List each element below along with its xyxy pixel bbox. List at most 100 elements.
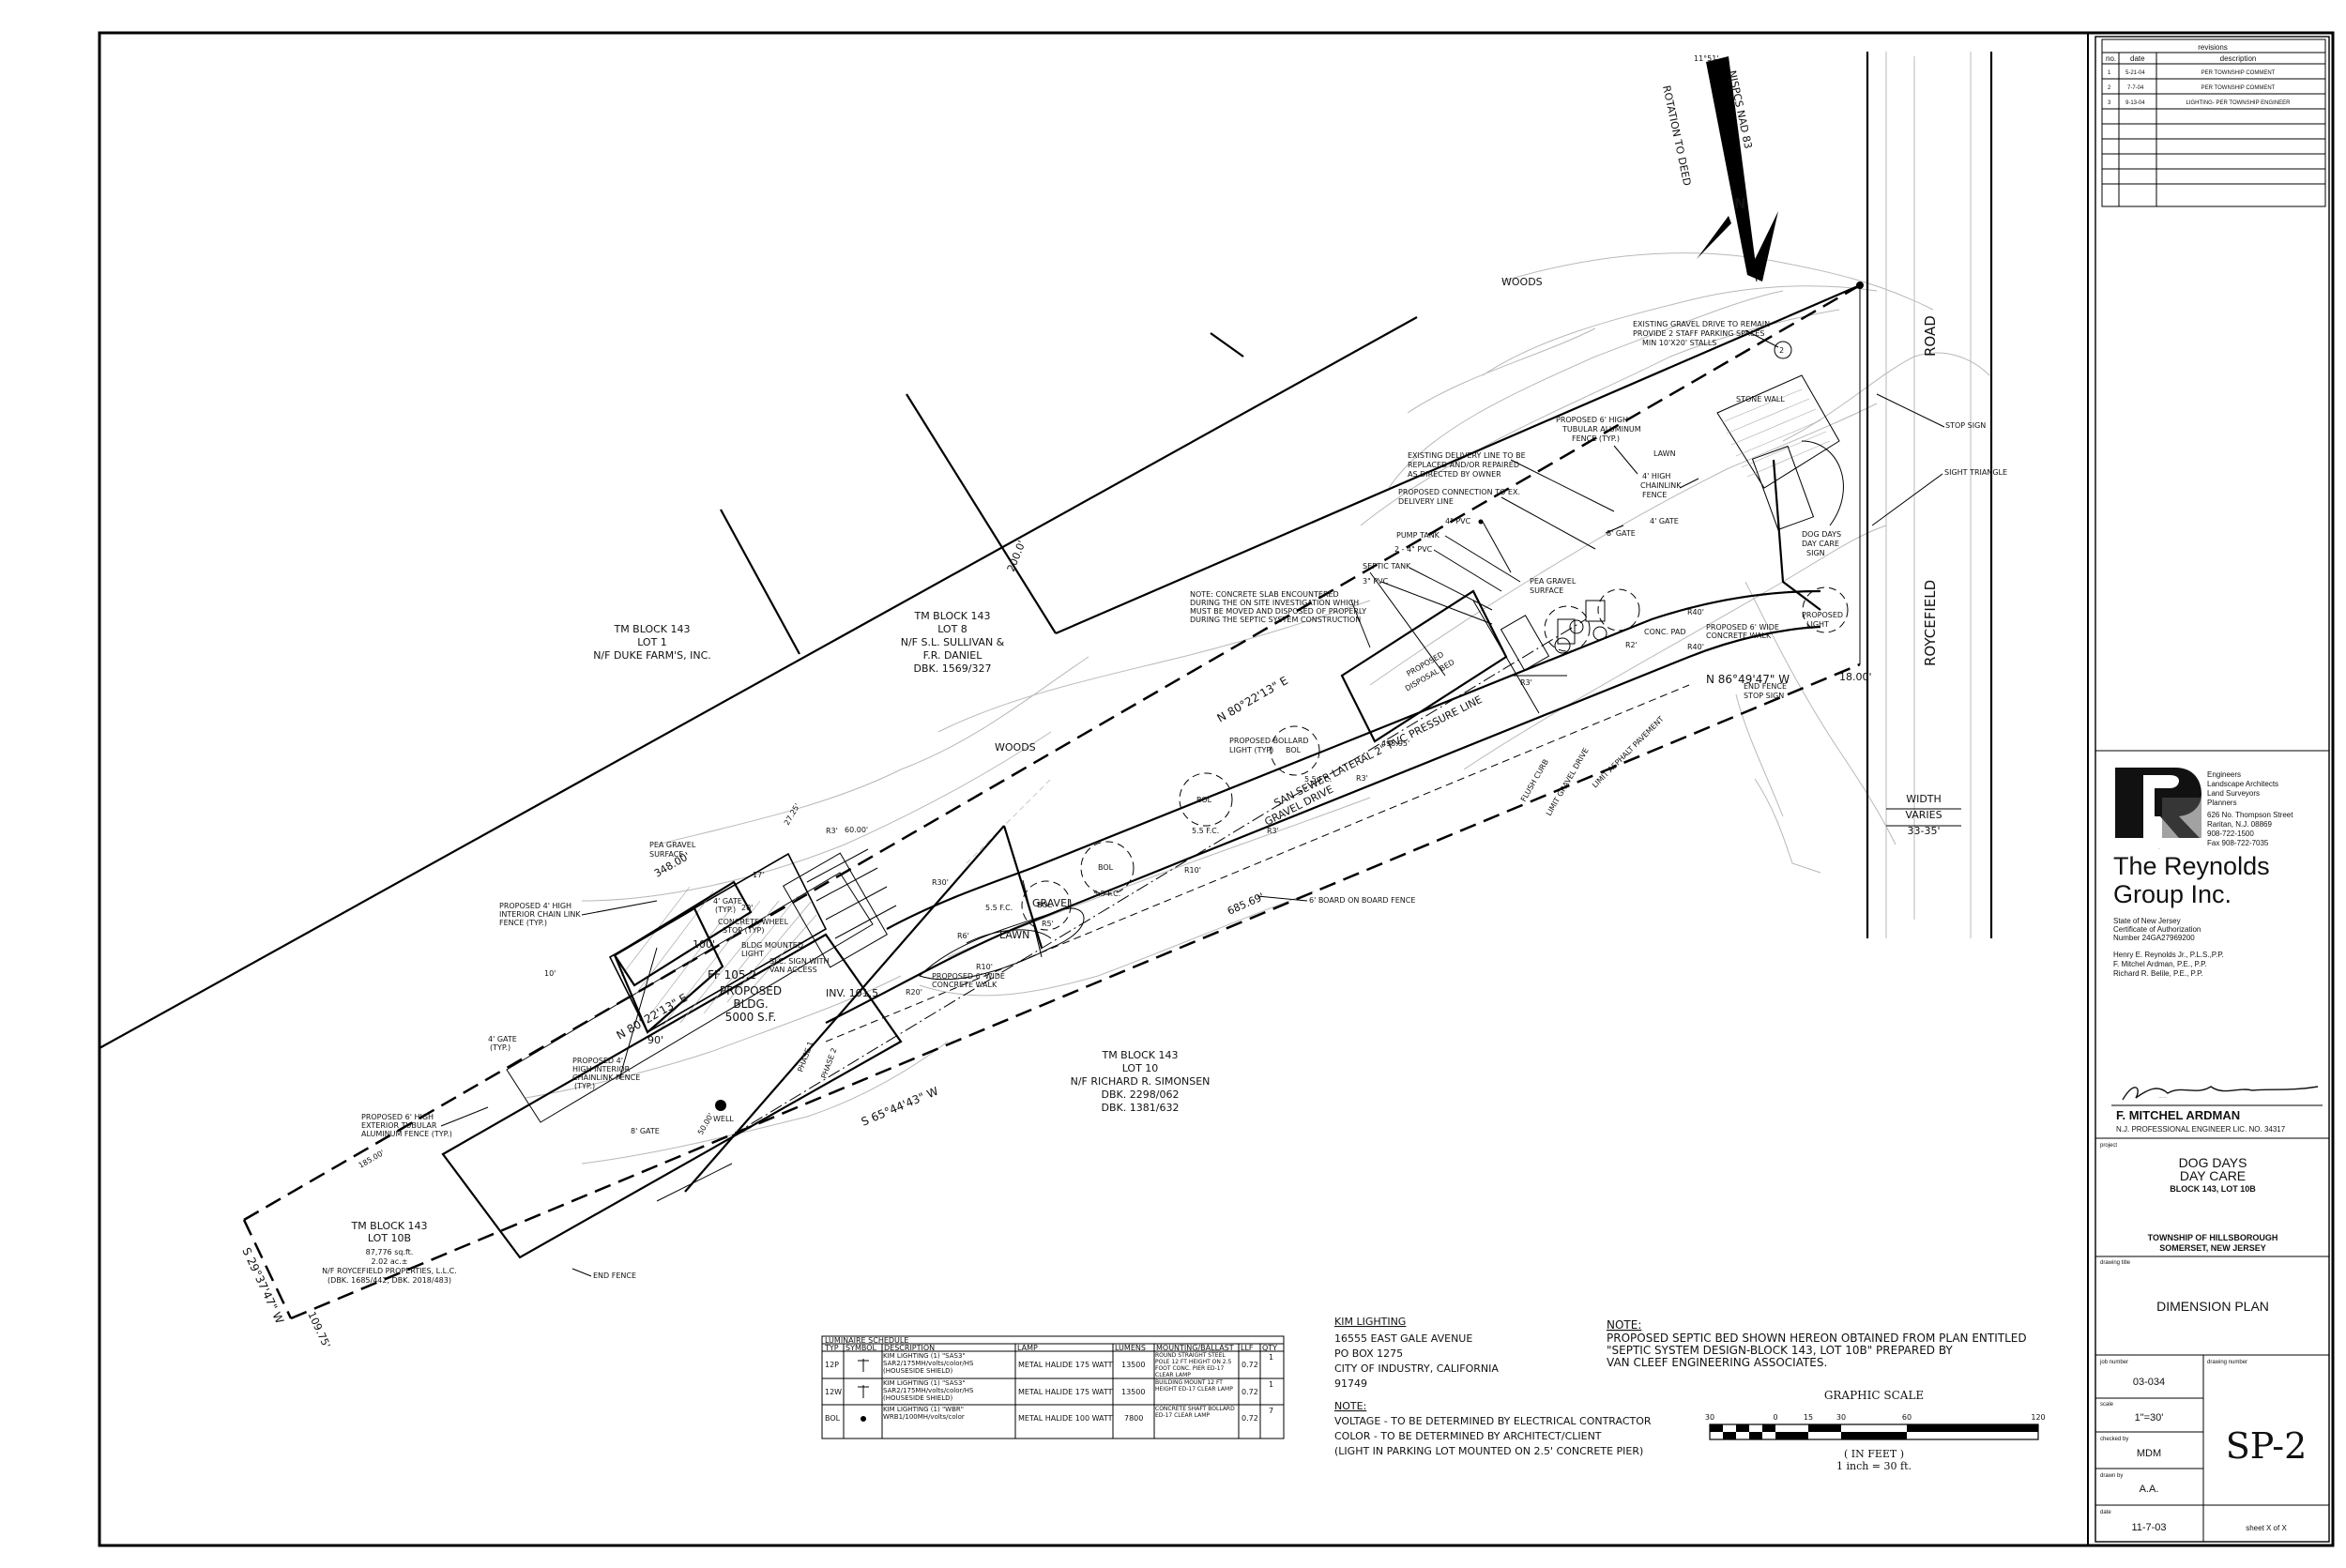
lum-r3-typ: BOL: [825, 1414, 841, 1423]
firm-principal-2: F. Mitchel Ardman, P.E., P.P.: [2113, 960, 2207, 968]
septic-note-1: PROPOSED SEPTIC BED SHOWN HEREON OBTAINE…: [1607, 1332, 2027, 1345]
bol-label-4: BOL: [1037, 901, 1053, 909]
distance-100: 100': [693, 938, 715, 951]
drawing-title-label: drawing title: [2100, 1260, 2131, 1266]
parcel-lot8-line4: F.R. DANIEL: [923, 649, 983, 662]
manufacturer-addr-1: 16555 EAST GALE AVENUE: [1334, 1332, 1472, 1345]
firm-address-1: 626 No. Thompson Street: [2207, 811, 2293, 819]
svg-text:CONC. PAD: CONC. PAD: [1644, 628, 1685, 636]
bearing-south-line: S 65°44'43" W: [860, 1085, 940, 1129]
svg-text:PROPOSED 6' WIDE: PROPOSED 6' WIDE: [932, 972, 1005, 981]
scale-bar: [1709, 1423, 2039, 1440]
svg-text:STOP SIGN: STOP SIGN: [1945, 421, 1986, 430]
svg-text:SURFACE: SURFACE: [1530, 586, 1563, 595]
svg-text:PROPOSED CONNECTION TO EX.: PROPOSED CONNECTION TO EX.: [1398, 488, 1520, 496]
phase-2-label: PHASE 2: [819, 1047, 838, 1080]
septic-note-2: "SEPTIC SYSTEM DESIGN-BLOCK 143, LOT 10B…: [1607, 1344, 1953, 1357]
gravel-label: GRAVEL: [1032, 897, 1074, 909]
radius-r10-a: R10': [1184, 866, 1201, 875]
revisions-h-date: date: [2130, 54, 2145, 63]
scale-value: 1"=30': [2135, 1412, 2164, 1423]
lum-r2-llf: 0.72: [1242, 1388, 1258, 1396]
svg-text:PROPOSED BOLLARD: PROPOSED BOLLARD: [1229, 737, 1309, 745]
dog-days-sign-note: DOG DAYS DAY CARE SIGN: [1802, 530, 1841, 557]
lum-h-lumens: LUMENS: [1115, 1344, 1146, 1352]
svg-text:TUBULAR ALUMINUM: TUBULAR ALUMINUM: [1561, 425, 1641, 434]
distance-20: 20': [741, 904, 753, 912]
lum-r1-mount: ROUND STRAIGHT STEEL POLE 12 FT HEIGHT O…: [1155, 1352, 1232, 1378]
firm-auth-1: State of New Jersey: [2113, 917, 2181, 925]
project-township: TOWNSHIP OF HILLSBOROUGH: [2148, 1233, 2278, 1242]
revisions-table: revisions no. date description 1 5-21-04…: [2101, 38, 2326, 207]
radius-r20: R20': [906, 988, 922, 997]
lum-r1-qty: 1: [1269, 1353, 1273, 1362]
pump-tank-note: PUMP TANK: [1396, 531, 1521, 583]
revision-2-no: 2: [2108, 85, 2111, 91]
parcel-lot8-line1: TM BLOCK 143: [913, 610, 990, 622]
pole-light-icon: [858, 1359, 869, 1372]
road-width-range: 33-35': [1908, 825, 1941, 837]
lum-r2-typ: 12W: [825, 1388, 842, 1396]
checked-by: MDM: [2137, 1448, 2161, 1459]
gravel-drive: [684, 571, 1821, 1193]
revisions-h-no: no.: [2106, 54, 2116, 63]
lum-title: LUMINAIRE SCHEDULE: [825, 1336, 908, 1345]
svg-text:DOG DAYS: DOG DAYS: [1802, 530, 1841, 539]
building-label-2: BLDG.: [733, 997, 768, 1011]
signature-script: F. Mitchel Ardman: [2158, 1096, 2167, 1099]
lum-h-desc: DESCRIPTION: [884, 1344, 935, 1352]
parcel-lot10b-line4: 2.02 ac.±: [372, 1257, 408, 1266]
lum-r2-qty: 1: [1269, 1380, 1273, 1389]
svg-text:VAN ACCESS: VAN ACCESS: [769, 966, 817, 974]
svg-text:ALUMINUM FENCE (TYP.): ALUMINUM FENCE (TYP.): [361, 1130, 452, 1138]
drawing-number-label: drawing number: [2207, 1360, 2247, 1365]
svg-text:EXTERIOR TUBULAR: EXTERIOR TUBULAR: [361, 1121, 437, 1130]
parcel-lot10b-line2: LOT 10B: [368, 1232, 411, 1244]
walk-prop-note: PROPOSED 6' WIDE CONCRETE WALK: [1706, 623, 1779, 640]
pea-gravel-2-note: PEA GRAVEL SURFACE: [649, 841, 696, 859]
svg-text:LIGHT (TYP): LIGHT (TYP): [1229, 746, 1273, 754]
revision-1-no: 1: [2108, 70, 2111, 76]
parcel-lot10b-line1: TM BLOCK 143: [350, 1220, 427, 1232]
delivery-line-note: EXISTING DELIVERY LINE TO BE REPLACED AN…: [1408, 451, 1615, 512]
lum-h-symbol: SYMBOL: [845, 1344, 877, 1352]
septic-source-note: NOTE: PROPOSED SEPTIC BED SHOWN HEREON O…: [1607, 1318, 2027, 1369]
svg-text:PROPOSED 4' HIGH: PROPOSED 4' HIGH: [499, 902, 571, 910]
project-block-lot: BLOCK 143, LOT 10B: [2170, 1184, 2256, 1194]
north-letter: N: [1734, 195, 1746, 212]
interior-chain-note: PROPOSED 4' HIGH INTERIOR CHAINLINK FENC…: [572, 1057, 640, 1090]
svg-text:PROPOSED 6' HIGH: PROPOSED 6' HIGH: [361, 1113, 434, 1121]
manufacturer-addr-4: 91749: [1334, 1378, 1367, 1390]
lighting-note-3: (LIGHT IN PARKING LOT MOUNTED ON 2.5' CO…: [1334, 1445, 1643, 1457]
prop-light-note: PROPOSED LIGHT: [1802, 611, 1843, 629]
pvc2-note: 2 - 4" PVC: [1394, 545, 1502, 592]
manufacturer-addr-3: CITY OF INDUSTRY, CALIFORNIA: [1334, 1362, 1499, 1375]
scale-tick-30: 30: [1836, 1413, 1846, 1422]
svg-text:DURING THE SEPTIC SYSTEM CONST: DURING THE SEPTIC SYSTEM CONSTRUCTION: [1190, 616, 1361, 624]
lawn-label-2: LAWN: [999, 929, 1029, 941]
svg-text:4' GATE: 4' GATE: [1650, 517, 1679, 525]
radius-r40-b: R40': [1687, 643, 1704, 651]
parcel-lot10-line3: N/F RICHARD R. SIMONSEN: [1071, 1075, 1211, 1088]
lum-r1-lumens: 13500: [1121, 1361, 1145, 1369]
firm-address-4: Fax 908-722-7035: [2207, 839, 2269, 847]
project-label: project: [2100, 1143, 2117, 1149]
bldg-light-note: BLDG MOUNTED LIGHT: [741, 941, 803, 958]
radius-r2: R2': [1625, 641, 1638, 649]
woods-label-2: WOODS: [995, 741, 1036, 754]
sheet-number: sheet X of X: [2246, 1524, 2287, 1532]
bol-label-2: BOL: [1098, 863, 1114, 872]
firm-service-2: Landscape Architects: [2207, 780, 2278, 788]
svg-text:4' GATE: 4' GATE: [488, 1035, 517, 1043]
ext-fence-note: PROPOSED 6' HIGH EXTERIOR TUBULAR ALUMIN…: [361, 1106, 489, 1138]
svg-text:6' BOARD ON BOARD FENCE: 6' BOARD ON BOARD FENCE: [1309, 896, 1415, 905]
radius-r30: R30': [932, 878, 949, 887]
lum-r3-lumens: 7800: [1124, 1414, 1143, 1423]
luminaire-schedule: LUMINAIRE SCHEDULE TYP SYMBOL DESCRIPTIO…: [821, 1335, 1285, 1439]
distance-17: 17': [753, 871, 764, 879]
distance-27: 27.25': [783, 802, 801, 827]
firm-logo: RG: [2115, 768, 2201, 850]
svg-text:PROVIDE 2 STAFF PARKING SPACES: PROVIDE 2 STAFF PARKING SPACES: [1633, 329, 1764, 338]
road-width-label: WIDTH: [1906, 793, 1942, 805]
